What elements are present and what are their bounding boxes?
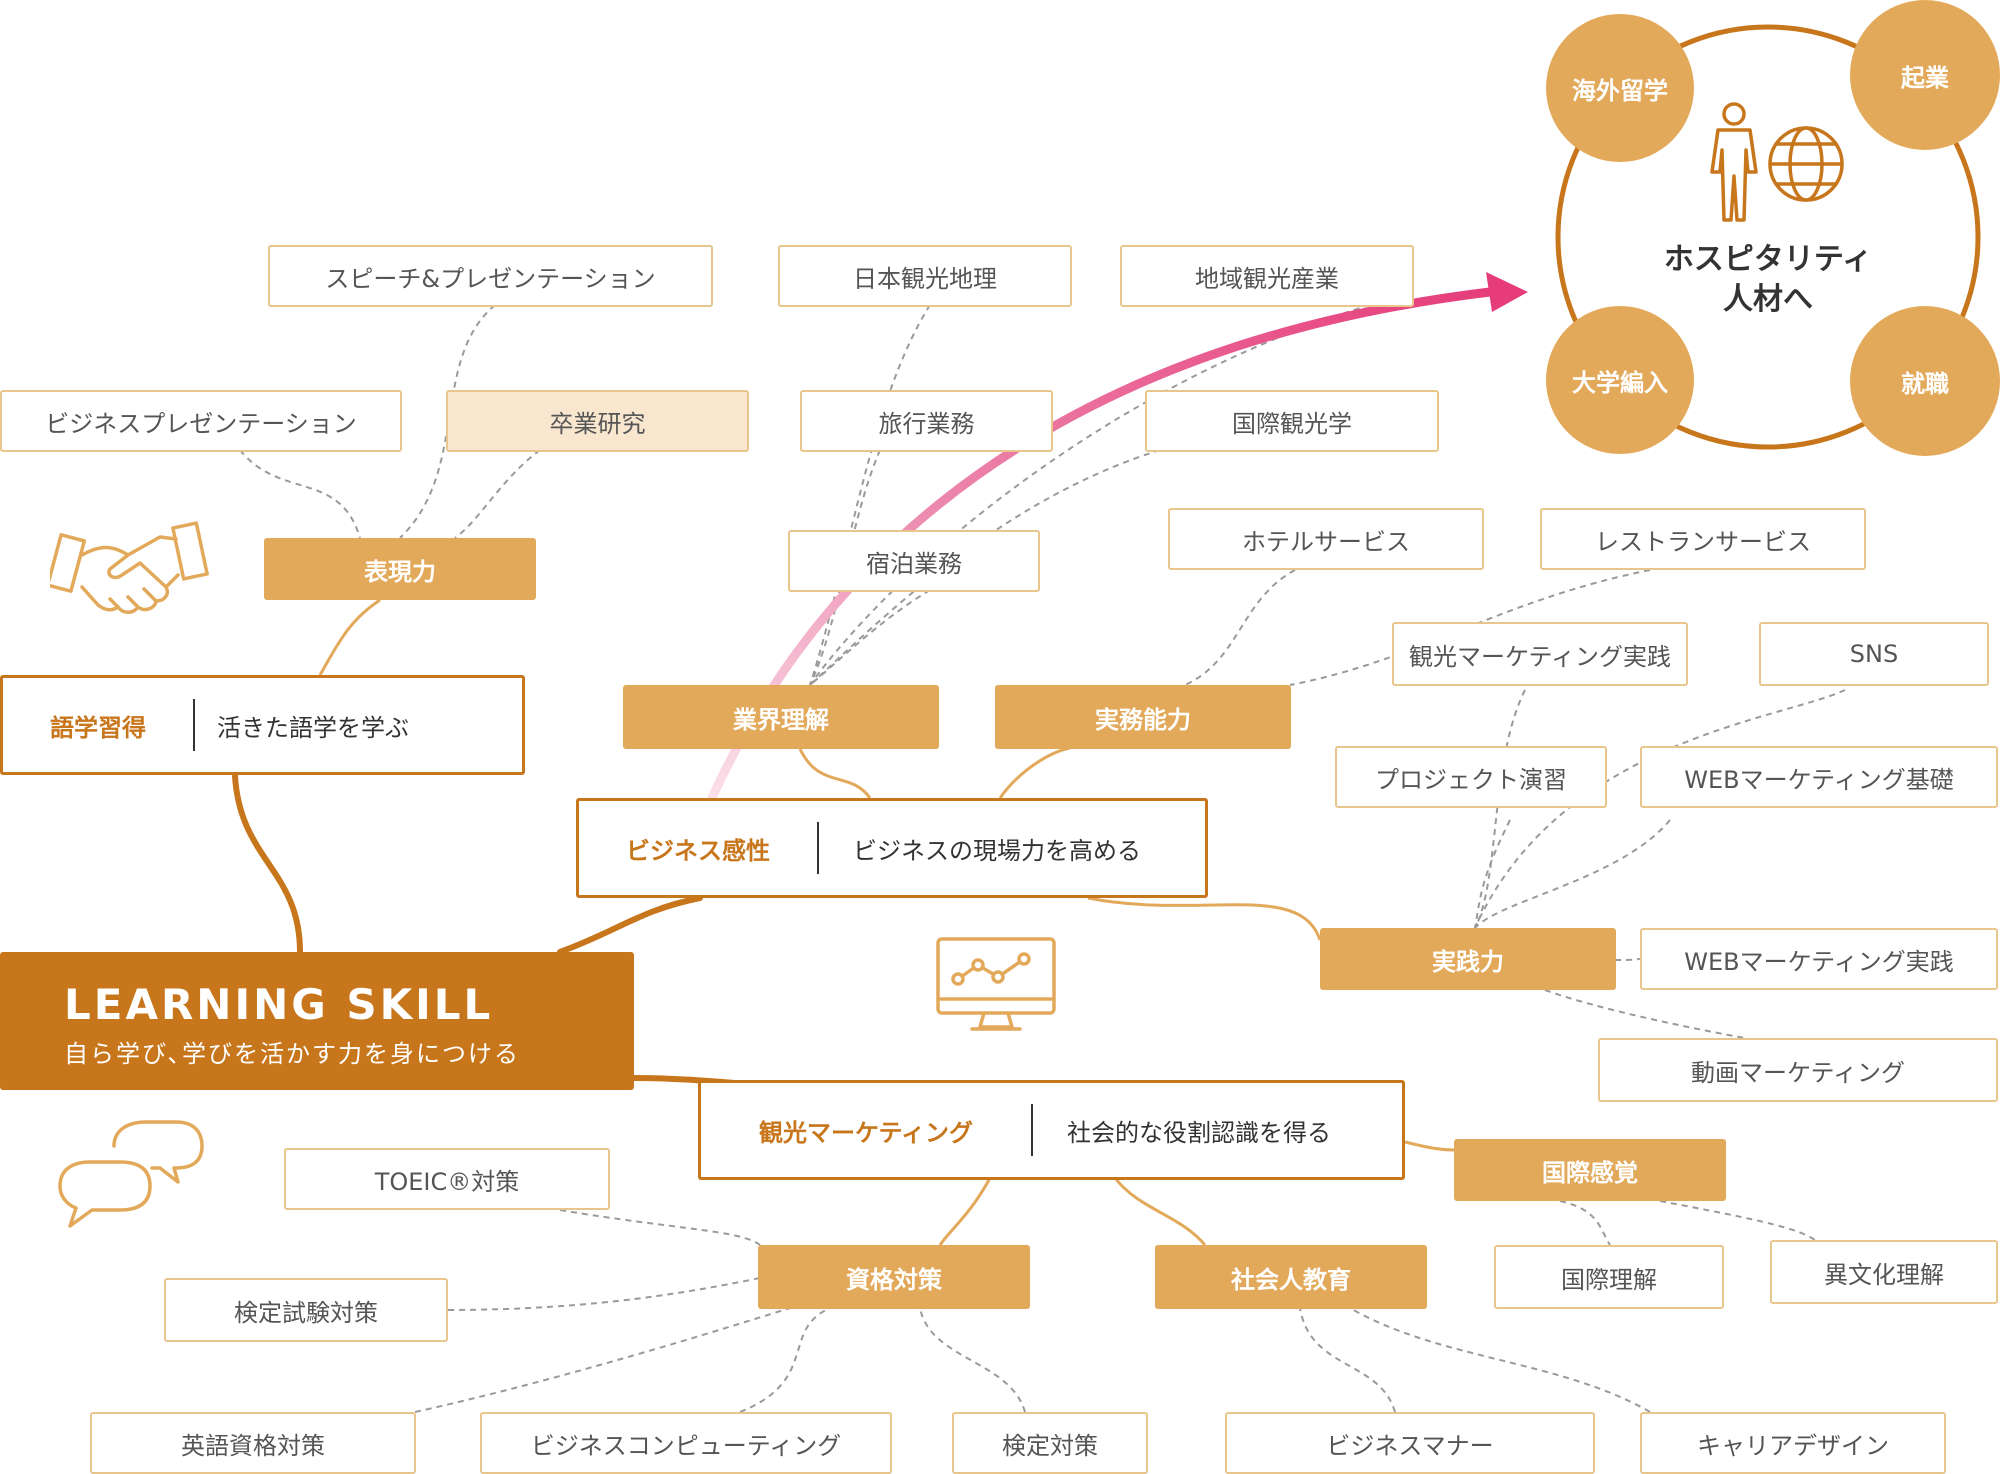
item-hotel: ホテルサービス: [1168, 508, 1484, 570]
item-eigo: 英語資格対策: [90, 1412, 416, 1474]
theme-marketing-desc: 社会的な役割認識を得る: [1067, 1118, 1331, 1147]
item-toeic: TOEIC®対策: [284, 1148, 610, 1210]
item-shukuhaku: 宿泊業務: [788, 530, 1040, 592]
item-nihonchiri: 日本観光地理: [778, 245, 1072, 307]
item-career: キャリアデザイン: [1640, 1412, 1946, 1474]
item-sotsugyo: 卒業研究: [446, 390, 749, 452]
category-jissen: 実践力: [1320, 928, 1616, 990]
item-project: プロジェクト演習: [1335, 746, 1607, 808]
theme-marketing-key: 観光マーケティング: [758, 1118, 974, 1147]
goal-title-line2: 人材へ: [1723, 282, 1813, 317]
item-kankomkt: 観光マーケティング実践: [1392, 622, 1688, 686]
speech-bubbles-icon: [58, 1120, 204, 1228]
theme-language-desc: 活きた語学を学ぶ: [217, 713, 409, 742]
item-kentei-shiken: 検定試験対策: [164, 1278, 448, 1342]
category-kokusai: 国際感覚: [1454, 1139, 1726, 1201]
item-speech: スピーチ&プレゼンテーション: [268, 245, 713, 307]
item-ibunka: 異文化理解: [1770, 1240, 1998, 1304]
item-ryoko: 旅行業務: [800, 390, 1053, 452]
theme-marketing: 観光マーケティング 社会的な役割認識を得る: [698, 1080, 1405, 1180]
item-restaurant: レストランサービス: [1540, 508, 1866, 570]
theme-divider: [817, 821, 819, 875]
theme-language: 語学習得 活きた語学を学ぶ: [0, 675, 525, 775]
item-kokusairikai: 国際理解: [1494, 1245, 1724, 1309]
item-webkiso: WEBマーケティング基礎: [1640, 746, 1998, 808]
goal-kigyo: 起業: [1850, 0, 2000, 150]
goal-hennyu: 大学編入: [1546, 306, 1694, 454]
item-kentei: 検定対策: [952, 1412, 1148, 1474]
category-gyokai: 業界理解: [623, 685, 939, 749]
goal-title: ホスピタリティ 人材へ: [1648, 240, 1888, 320]
item-sns: SNS: [1759, 622, 1989, 686]
item-chiiki: 地域観光産業: [1120, 245, 1414, 307]
monitor-chart-icon: [936, 937, 1056, 1031]
item-manner: ビジネスマナー: [1225, 1412, 1595, 1474]
category-jitsumu: 実務能力: [995, 685, 1291, 749]
goal-title-line1: ホスピタリティ: [1663, 242, 1873, 277]
category-shakaijin: 社会人教育: [1155, 1245, 1427, 1309]
item-bizpresen: ビジネスプレゼンテーション: [0, 390, 402, 452]
person-globe-icon: [1710, 102, 1844, 222]
item-bizcomp: ビジネスコンピューティング: [480, 1412, 892, 1474]
theme-business: ビジネス感性 ビジネスの現場力を高める: [576, 798, 1208, 898]
item-kokusaikanko: 国際観光学: [1145, 390, 1439, 452]
theme-divider: [193, 698, 195, 752]
theme-language-key: 語学習得: [50, 713, 146, 742]
item-webjissen: WEBマーケティング実践: [1640, 928, 1998, 990]
category-shikaku: 資格対策: [758, 1245, 1030, 1309]
root-node: LEARNING SKILL 自ら学び､学びを活かす力を身につける: [0, 952, 634, 1090]
root-subtitle: 自ら学び､学びを活かす力を身につける: [64, 1040, 520, 1068]
theme-business-key: ビジネス感性: [626, 836, 770, 865]
category-hyogen: 表現力: [264, 538, 536, 600]
root-title: LEARNING SKILL: [64, 980, 494, 1029]
goal-shushoku: 就職: [1850, 306, 2000, 456]
arrow-icon: [1486, 272, 1528, 312]
theme-divider: [1031, 1103, 1033, 1157]
item-douga: 動画マーケティング: [1598, 1038, 1998, 1102]
theme-business-desc: ビジネスの現場力を高める: [853, 836, 1141, 865]
goal-ryugaku: 海外留学: [1546, 14, 1694, 162]
handshake-icon: [50, 521, 209, 614]
